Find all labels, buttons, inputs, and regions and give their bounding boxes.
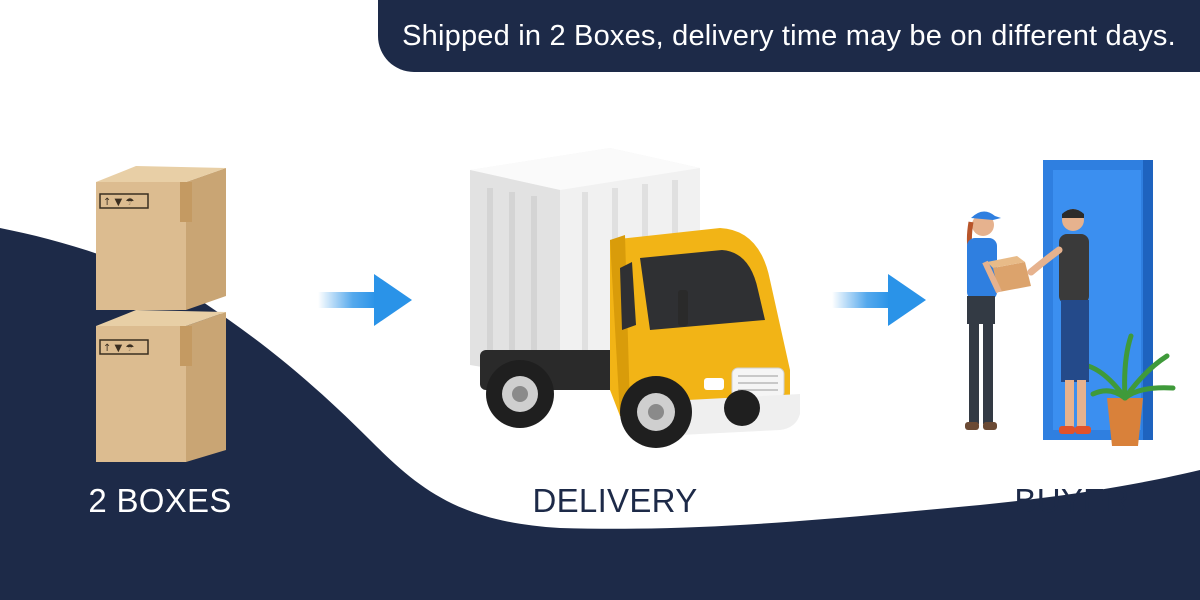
- step-label-boxes: 2 BOXES: [88, 482, 232, 519]
- arrow-right-icon: [832, 274, 926, 326]
- svg-text:↑ ▼ ☂: ↑ ▼ ☂: [103, 343, 134, 354]
- courier-handover-icon: [965, 160, 1176, 446]
- arrow-right-icon: [318, 274, 412, 326]
- truck-icon: [470, 148, 800, 448]
- step-label-buyer: BUYER: [1014, 482, 1130, 519]
- boxes-icon: ↑ ▼ ☂ ↑ ▼ ☂: [96, 166, 226, 462]
- shipping-notice-text: Shipped in 2 Boxes, delivery time may be…: [402, 19, 1176, 52]
- step-label-delivery: DELIVERY: [532, 482, 698, 519]
- svg-text:↑ ▼ ☂: ↑ ▼ ☂: [103, 197, 134, 208]
- shipping-notice-banner: Shipped in 2 Boxes, delivery time may be…: [378, 0, 1200, 72]
